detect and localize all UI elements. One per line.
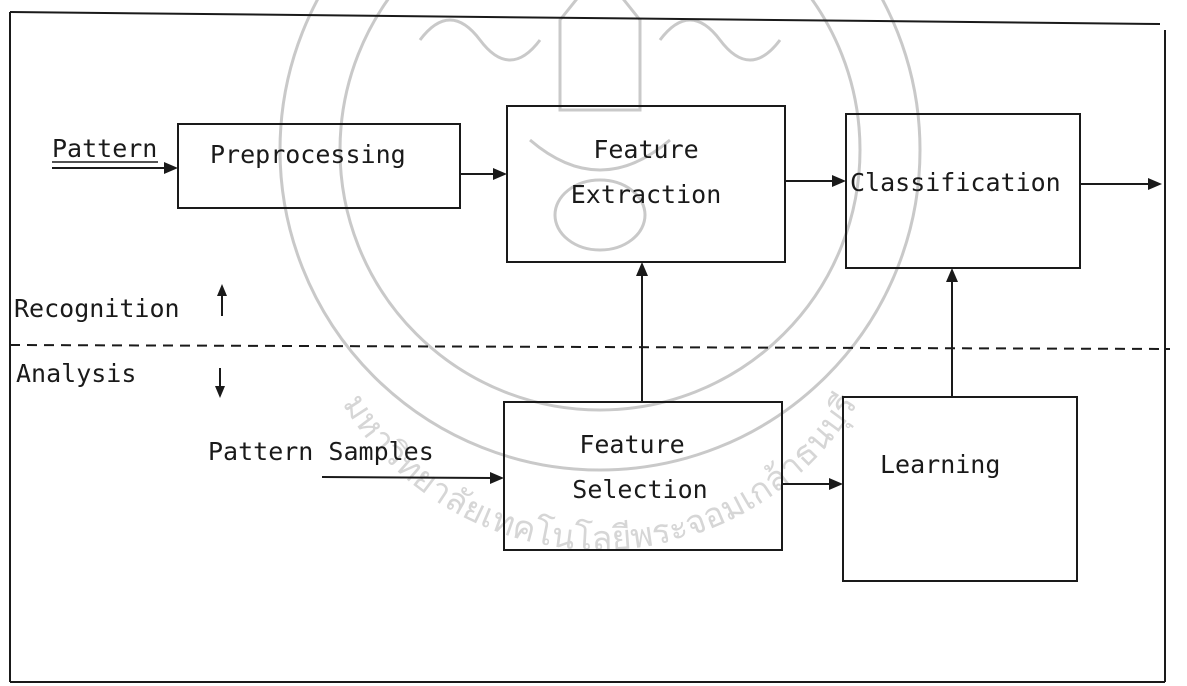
classification-label: Classification: [850, 168, 1061, 197]
preprocessing-to-extraction-arrowhead: [493, 168, 507, 180]
watermark-right-ornament: [658, 18, 782, 62]
watermark-emblem-curve: [529, 138, 671, 172]
recognition-up-arrowhead: [217, 284, 227, 296]
recognition-label: Recognition: [14, 294, 180, 323]
watermark-arc-text: มหาวิทยาลัยเทคโนโลยีพระจอมเกล้าธนบุรี: [334, 387, 865, 559]
samples-to-selection-arrowhead: [490, 472, 504, 484]
classification-box: [845, 113, 1081, 269]
recognition-analysis-divider: [9, 344, 1171, 350]
watermark-crown-shape: [558, 0, 642, 112]
pattern-label: Pattern: [52, 134, 157, 163]
pattern-to-preprocessing-arrowhead: [164, 162, 178, 174]
preprocessing-label: Preprocessing: [210, 140, 406, 169]
samples-to-selection-line: [321, 476, 493, 479]
watermark-left-ornament: [418, 18, 542, 62]
selection-to-extraction-arrowhead: [636, 262, 648, 276]
extraction-to-classification-arrowhead: [832, 175, 846, 187]
watermark-outer-ring: [278, 0, 922, 472]
connectors: [52, 162, 1162, 490]
feature-extraction-box: [506, 105, 786, 263]
watermark-emblem-center: [553, 178, 647, 252]
preprocessing-box: [177, 123, 461, 209]
analysis-label: Analysis: [16, 359, 136, 388]
learning-to-classification-arrowhead: [946, 268, 958, 282]
feature-extraction-label-line2: Extraction: [571, 180, 722, 209]
analysis-down-arrowhead: [215, 386, 225, 398]
selection-to-learning-arrowhead: [829, 478, 843, 490]
classification-output-arrowhead: [1148, 178, 1162, 190]
feature-extraction-label-line1: Feature: [593, 135, 698, 164]
outer-frame: [9, 11, 1166, 683]
frame-top-edge: [9, 11, 1161, 25]
learning-label: Learning: [880, 450, 1000, 479]
pattern-samples-label: Pattern Samples: [208, 437, 434, 466]
feature-selection-label-line2: Selection: [572, 475, 707, 504]
feature-selection-label-line1: Feature: [579, 430, 684, 459]
watermark-inner-ring: [338, 0, 862, 412]
learning-box: [842, 396, 1078, 582]
